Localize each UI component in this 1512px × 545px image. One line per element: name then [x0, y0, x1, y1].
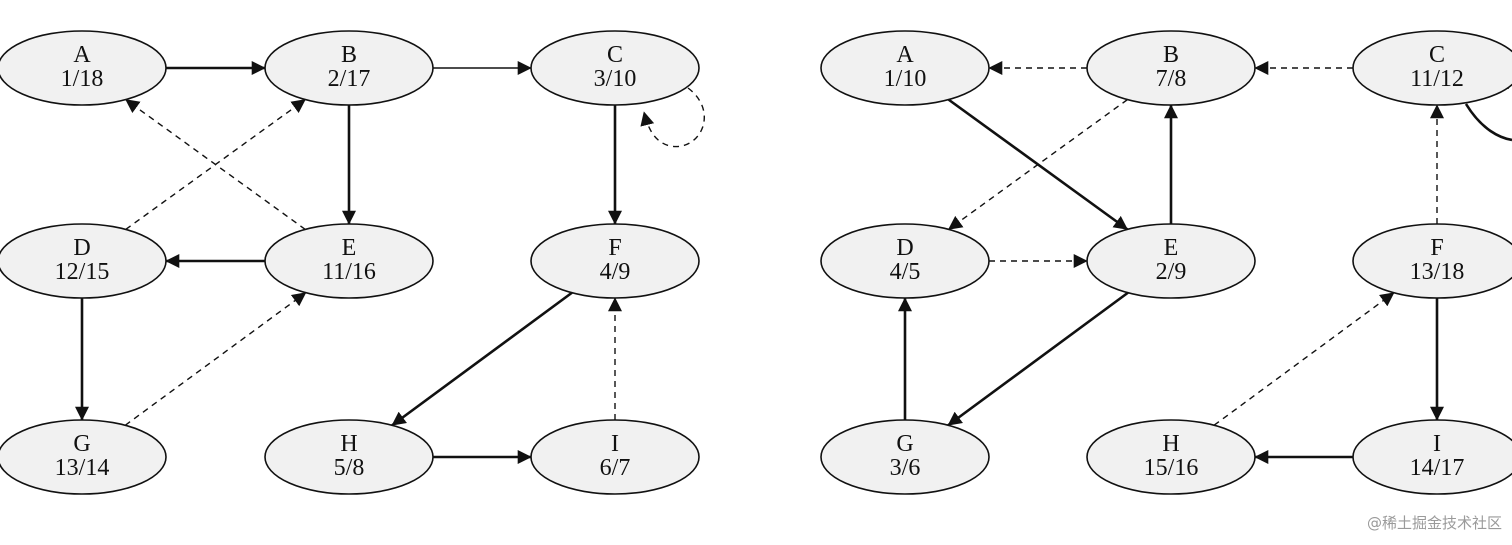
node-ellipse	[264, 223, 434, 299]
node-label: B	[1163, 42, 1179, 68]
node-timestamps: 7/8	[1156, 66, 1187, 92]
node-e: E11/16	[264, 223, 434, 299]
node-label: A	[73, 42, 91, 68]
node-ellipse	[530, 223, 700, 299]
node-timestamps: 3/10	[594, 66, 637, 92]
node-h: H15/16	[1086, 419, 1256, 495]
node-d: D12/15	[0, 223, 167, 299]
node-a: A1/18	[0, 30, 167, 106]
node-i: I6/7	[530, 419, 700, 495]
node-timestamps: 13/14	[55, 455, 110, 481]
node-ellipse	[264, 419, 434, 495]
node-label: G	[73, 431, 90, 457]
node-label: I	[1433, 431, 1441, 457]
edge-f-to-h	[391, 291, 573, 427]
node-ellipse	[1086, 223, 1256, 299]
node-h: H5/8	[264, 419, 434, 495]
node-label: I	[611, 431, 619, 457]
node-timestamps: 5/8	[334, 455, 365, 481]
node-timestamps: 3/6	[890, 455, 921, 481]
edge-g-to-e	[124, 292, 307, 426]
node-timestamps: 2/17	[328, 66, 371, 92]
node-label: H	[340, 431, 357, 457]
node-ellipse	[1352, 30, 1512, 106]
edge-h-to-f	[1213, 292, 1395, 426]
edge-c-to-c	[640, 87, 705, 148]
node-label: H	[1162, 431, 1179, 457]
node-ellipse	[1086, 30, 1256, 106]
node-f: F13/18	[1352, 223, 1512, 299]
node-c: C11/12	[1352, 30, 1512, 106]
node-timestamps: 2/9	[1156, 259, 1187, 285]
node-timestamps: 11/16	[322, 259, 376, 285]
edge-c-to-c	[1464, 103, 1512, 142]
node-g: G13/14	[0, 419, 167, 495]
node-timestamps: 4/5	[890, 259, 921, 285]
node-b: B7/8	[1086, 30, 1256, 106]
node-label: F	[1430, 235, 1443, 261]
node-ellipse	[1352, 223, 1512, 299]
node-timestamps: 1/10	[884, 66, 927, 92]
node-label: B	[341, 42, 357, 68]
node-timestamps: 1/18	[61, 66, 104, 92]
node-ellipse	[1086, 419, 1256, 495]
node-label: C	[1429, 42, 1445, 68]
node-label: C	[607, 42, 623, 68]
edge-d-to-b	[125, 99, 306, 230]
node-timestamps: 4/9	[600, 259, 631, 285]
node-g: G3/6	[820, 419, 990, 495]
node-timestamps: 15/16	[1144, 455, 1199, 481]
edge-e-to-g	[947, 291, 1129, 427]
node-a: A1/10	[820, 30, 990, 106]
node-c: C3/10	[530, 30, 700, 106]
node-ellipse	[820, 223, 990, 299]
node-label: E	[1164, 235, 1179, 261]
left-edges	[75, 61, 705, 464]
node-ellipse	[0, 223, 167, 299]
node-label: E	[342, 235, 357, 261]
node-timestamps: 11/12	[1410, 66, 1464, 92]
node-ellipse	[530, 30, 700, 106]
node-label: G	[896, 431, 913, 457]
node-timestamps: 14/17	[1410, 455, 1465, 481]
node-ellipse	[0, 419, 167, 495]
node-ellipse	[1352, 419, 1512, 495]
node-ellipse	[820, 30, 990, 106]
node-ellipse	[264, 30, 434, 106]
node-label: A	[896, 42, 914, 68]
node-label: D	[73, 235, 90, 261]
watermark: @稀土掘金技术社区	[1366, 514, 1502, 532]
node-ellipse	[530, 419, 700, 495]
node-ellipse	[0, 30, 167, 106]
node-timestamps: 13/18	[1410, 259, 1465, 285]
node-label: D	[896, 235, 913, 261]
node-label: F	[608, 235, 621, 261]
node-ellipse	[820, 419, 990, 495]
node-d: D4/5	[820, 223, 990, 299]
node-i: I14/17	[1352, 419, 1512, 495]
node-e: E2/9	[1086, 223, 1256, 299]
node-b: B2/17	[264, 30, 434, 106]
node-timestamps: 12/15	[55, 259, 110, 285]
edge-b-to-d	[948, 99, 1128, 230]
node-timestamps: 6/7	[600, 455, 631, 481]
node-f: F4/9	[530, 223, 700, 299]
right-edges	[898, 61, 1512, 464]
